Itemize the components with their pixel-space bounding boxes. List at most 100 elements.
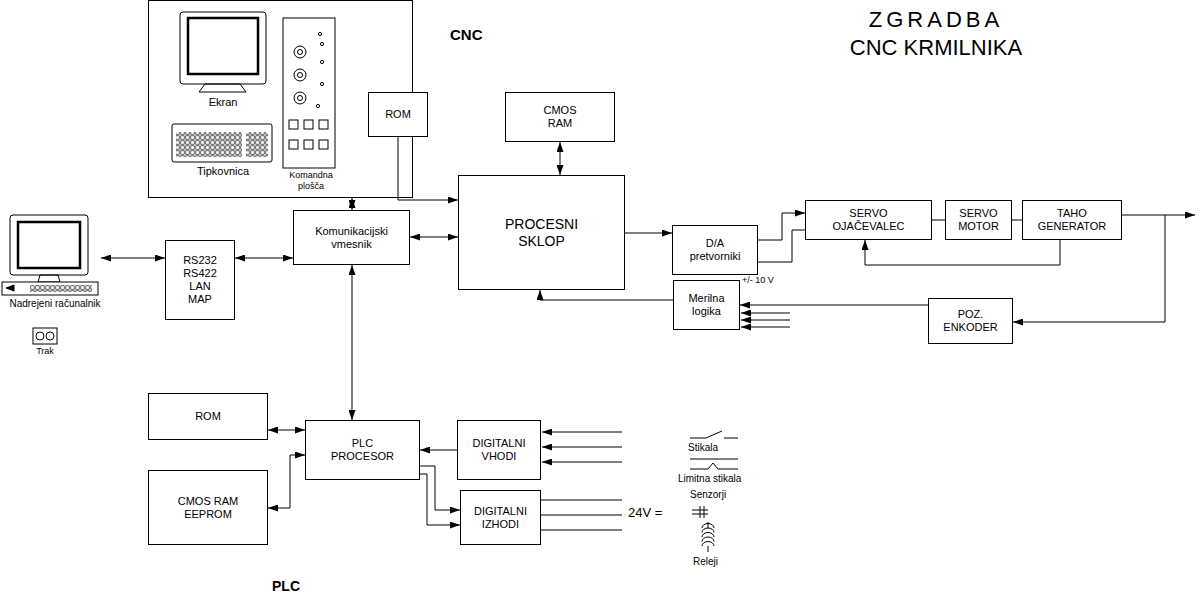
annotation: +/- 10 V: [742, 275, 792, 285]
lamp: [320, 60, 323, 63]
knob: [294, 92, 306, 104]
knob: [294, 69, 306, 81]
block-box: DIGITALNI IZHODI: [460, 490, 541, 545]
drive-symbol: [6, 285, 14, 291]
block-label: PROCESNI SKLOP: [505, 216, 578, 249]
block-label: CMOS RAM EEPROM: [173, 495, 243, 521]
keyboard-icon: [172, 124, 272, 162]
input-arrow: [542, 462, 622, 463]
signal-connector: [268, 455, 305, 508]
tape-icon: [33, 328, 57, 344]
input-arrow: [542, 432, 622, 433]
block-box: Merilna logika: [673, 280, 740, 330]
keyboard-keys: [176, 132, 242, 157]
signal-connector: [740, 305, 928, 306]
signal-connector: [420, 474, 460, 525]
block-label: Merilna logika: [688, 292, 724, 318]
block-label: Tipkovnica: [173, 165, 273, 178]
tape-reel: [46, 332, 54, 340]
annotation: Senzorji: [690, 489, 750, 501]
block-label: Komunikacijski vmesnik: [315, 225, 388, 251]
lamp: [316, 104, 319, 107]
block-box: SERVO OJAČEVALEC: [805, 200, 932, 240]
block-label: PLC PROCESOR: [331, 437, 394, 463]
signal-connector: [420, 450, 457, 451]
annotation: 24V =: [628, 506, 678, 521]
output-line: [541, 500, 622, 501]
computer-base: [2, 282, 98, 295]
keyboard-keys: [30, 285, 92, 292]
section-label: CNC: [450, 26, 490, 43]
block-box: TAHO GENERATOR: [1022, 200, 1122, 240]
control-panel-icon: [283, 18, 335, 168]
block-box: POZ. ENKODER: [928, 298, 1013, 344]
knob: [298, 50, 303, 55]
button: [319, 120, 328, 129]
limit-switch-symbol: [690, 463, 738, 469]
block-label: Ekran: [181, 96, 265, 109]
block-box: RS232 RS422 LAN MAP: [165, 240, 235, 320]
block-label: Komandna plošča: [280, 170, 342, 191]
block-box: ROM: [368, 92, 428, 137]
block-label: RS232 RS422 LAN MAP: [183, 254, 217, 306]
output-arrow: [1165, 215, 1195, 216]
host-computer-icon: [2, 215, 98, 295]
button: [319, 140, 328, 149]
button: [304, 120, 313, 129]
monitor-stand: [38, 275, 60, 282]
tape-reel: [36, 332, 44, 340]
signal-connector: [540, 290, 673, 300]
host-link: [101, 258, 165, 259]
block-label: D/A pretvorniki: [690, 237, 741, 263]
block-box: PLC PROCESOR: [305, 420, 420, 480]
control-panel-body: [283, 18, 335, 168]
switch-symbol: [690, 459, 738, 460]
monitor-screen: [18, 222, 80, 268]
sensor-symbol: [692, 506, 708, 518]
signal-connector: [235, 258, 293, 259]
monitor-stand: [199, 84, 246, 92]
lamp: [320, 42, 323, 45]
block-label: TAHO GENERATOR: [1038, 207, 1107, 233]
section-label: PLC: [272, 578, 312, 594]
block-box: CMOS RAM: [505, 92, 615, 142]
knob: [298, 73, 303, 78]
signal-connector: [410, 237, 458, 238]
annotation: Releji: [693, 556, 743, 568]
diagram-title: ZGRADBA CNC KRMILNIKA: [844, 6, 1028, 61]
knob: [294, 46, 306, 58]
monitor-screen: [188, 18, 258, 74]
annotation: Nadrejeni računalnik: [0, 298, 110, 310]
block-box: DIGITALNI VHODI: [457, 420, 541, 480]
signal-connector: [758, 213, 805, 240]
input-arrow: [542, 447, 622, 448]
block-label: DIGITALNI VHODI: [473, 437, 526, 463]
switch-symbol: [690, 431, 738, 438]
input-arrow: [741, 313, 790, 314]
block-label: SERVO MOTOR: [958, 207, 999, 233]
output-line: [541, 515, 622, 516]
signal-connector: [560, 142, 561, 175]
screen-icon: [180, 12, 266, 92]
keyboard-keys: [246, 132, 268, 157]
signal-connector: [352, 198, 353, 210]
signal-connector: [865, 240, 1060, 265]
block-box: ROM: [148, 393, 268, 440]
annotation: Trak: [25, 346, 65, 356]
monitor-body: [180, 12, 266, 84]
block-box: D/A pretvorniki: [672, 225, 758, 275]
button: [289, 120, 298, 129]
signal-connector: [758, 230, 805, 262]
block-label: ROM: [195, 410, 221, 423]
lamp: [320, 82, 323, 85]
relay-symbol: [702, 522, 714, 552]
input-arrow: [741, 320, 790, 321]
tape-body: [33, 328, 57, 344]
output-line: [541, 530, 622, 531]
block-label: DIGITALNI IZHODI: [474, 505, 527, 531]
signal-connector: [1012, 220, 1022, 221]
block-label: POZ. ENKODER: [943, 308, 997, 334]
block-label: ROM: [385, 108, 411, 121]
signal-connector: [420, 466, 460, 510]
block-box: PROCESNI SKLOP: [458, 175, 625, 290]
